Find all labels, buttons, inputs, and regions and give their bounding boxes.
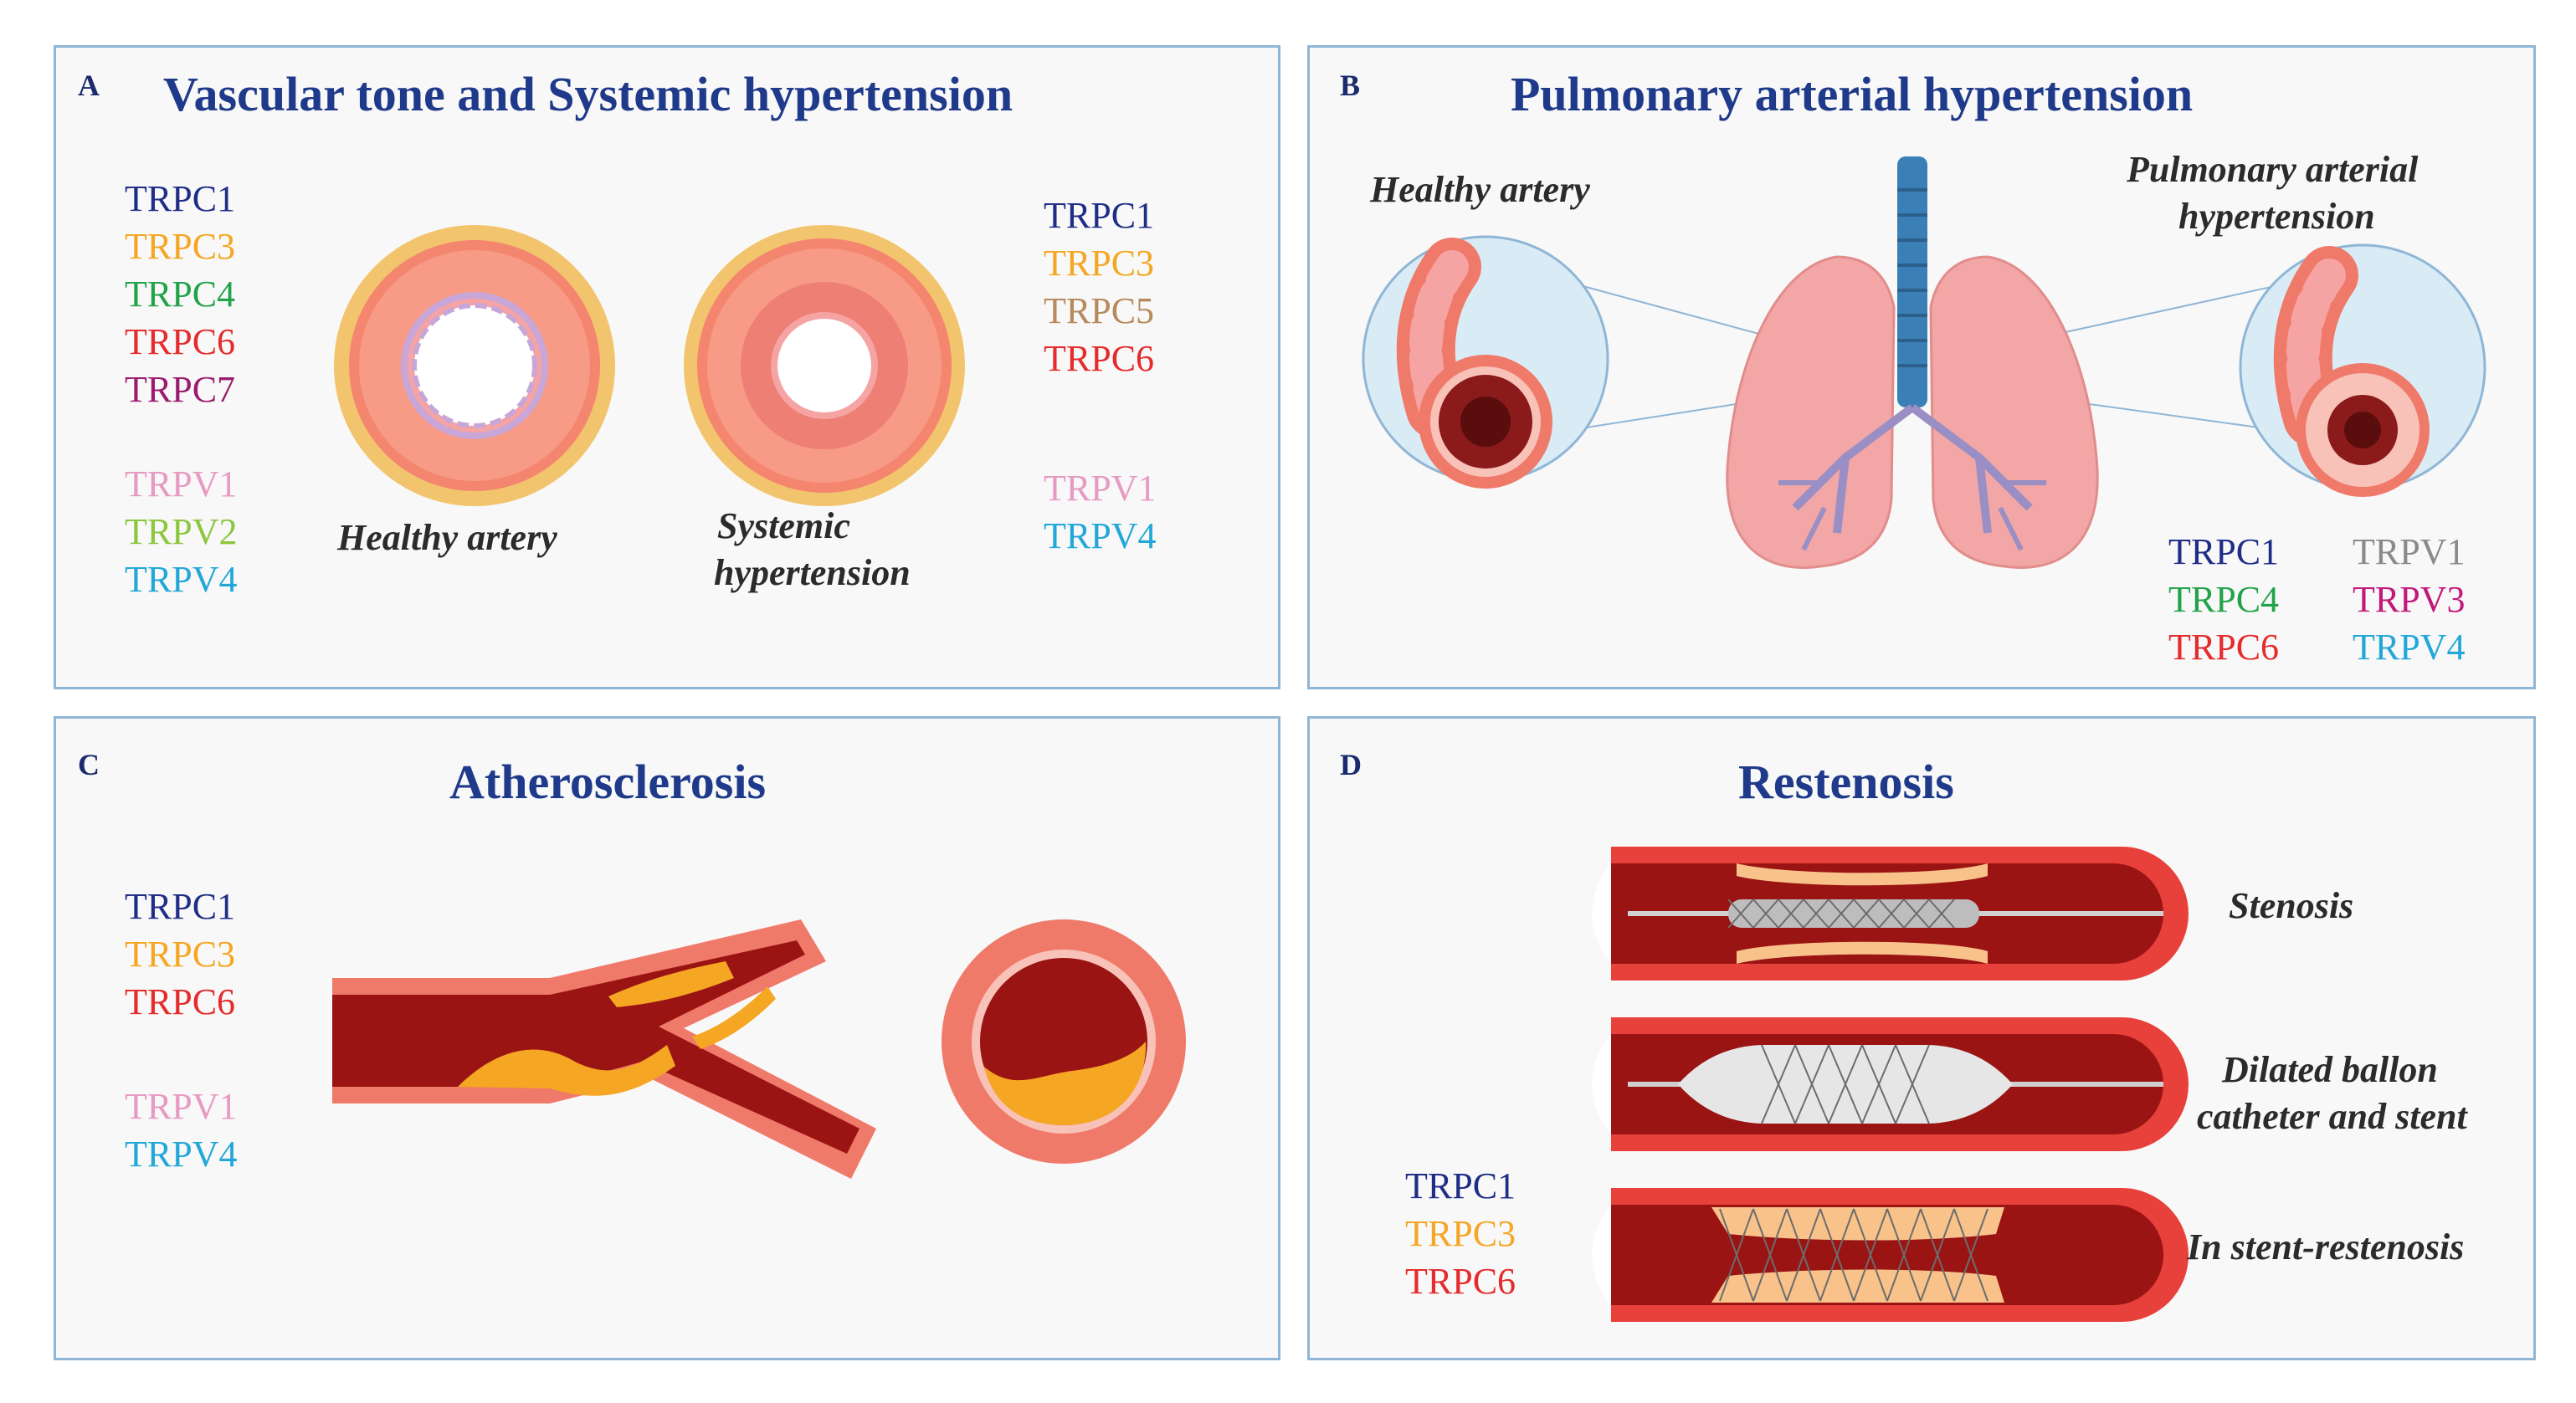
channel-label: TRPV1 (125, 1086, 238, 1127)
panel-letter: D (1340, 748, 1362, 781)
panel-title: Restenosis (1738, 755, 1954, 809)
pah-caption-line1: Pulmonary arterial (2127, 149, 2419, 190)
channel-list-col2: TRPV1 TRPV3 TRPV4 (2353, 528, 2465, 671)
channel-label: TRPC6 (1405, 1261, 1516, 1302)
channel-label: TRPC6 (1044, 338, 1155, 379)
channel-label: TRPV3 (2353, 579, 2466, 620)
atherosclerotic-artery-cross-section (942, 919, 1186, 1164)
channel-list: TRPC1 TRPC3 TRPC6 TRPV1 TRPV4 (125, 883, 237, 1178)
channel-label: TRPV1 (125, 463, 238, 504)
panel-letter: B (1340, 69, 1361, 102)
hypertension-caption-line2: hypertension (714, 552, 911, 593)
lungs-illustration (1726, 156, 2099, 569)
stage-restenosis-caption: In stent-restenosis (2187, 1226, 2465, 1267)
channel-label: TRPC1 (125, 178, 236, 219)
atherosclerotic-artery-longitudinal (332, 919, 876, 1179)
channel-label: TRPC3 (1044, 243, 1155, 284)
channel-label: TRPC3 (1405, 1213, 1516, 1254)
channel-list-right: TRPC1 TRPC3 TRPC5 TRPC6 TRPV1 TRPV4 (1044, 192, 1156, 560)
channel-label: TRPC3 (125, 934, 236, 975)
panel-title: Pulmonary arterial hypertension (1511, 67, 2194, 121)
hypertensive-artery-cross-section (684, 225, 965, 506)
panel-title: Atherosclerosis (449, 755, 767, 809)
hypertension-caption-line1: Systemic (717, 505, 850, 546)
stenosis-vessel (1592, 847, 2189, 981)
channel-list: TRPC1 TRPC3 TRPC6 (1405, 1162, 1516, 1305)
healthy-artery-caption: Healthy artery (337, 517, 557, 558)
stage-dilated-caption-line2: catheter and stent (2197, 1096, 2467, 1137)
dilated-balloon-vessel (1592, 1017, 2189, 1151)
channel-label: TRPV4 (1044, 515, 1157, 556)
in-stent-restenosis-vessel (1592, 1188, 2189, 1322)
channel-label: TRPC6 (125, 981, 236, 1022)
channel-label: TRPC1 (1405, 1165, 1516, 1206)
channel-label: TRPC1 (125, 886, 236, 927)
channel-label: TRPC6 (125, 321, 236, 362)
channel-label: TRPC7 (125, 369, 236, 410)
panel-c-atherosclerosis: C Atherosclerosis TRPC1 TRPC3 TRPC6 TRPV… (54, 716, 1280, 1360)
stage-stenosis-caption: Stenosis (2229, 885, 2354, 926)
channel-label: TRPC1 (2168, 531, 2280, 572)
channel-label: TRPV1 (2353, 531, 2466, 572)
pah-caption-line2: hypertension (2178, 196, 2375, 237)
healthy-artery-cross-section (334, 225, 615, 506)
channel-label: TRPV4 (2353, 627, 2466, 668)
panel-a-vascular-tone: A Vascular tone and Systemic hypertensio… (54, 45, 1280, 689)
channel-label: TRPV4 (125, 1134, 238, 1175)
channel-label: TRPC1 (1044, 195, 1155, 236)
healthy-artery-caption: Healthy artery (1370, 169, 1590, 210)
panel-b-pulmonary-hypertension: B Pulmonary arterial hypertension Health… (1307, 45, 2536, 689)
channel-label: TRPC4 (125, 274, 236, 315)
panel-d-restenosis: D Restenosis Stenosis Dilated ballon (1307, 716, 2536, 1360)
channel-list-col1: TRPC1 TRPC4 TRPC6 (2168, 528, 2279, 671)
pah-artery-illustration (2239, 243, 2486, 497)
panel-title: Vascular tone and Systemic hypertension (163, 67, 1013, 121)
healthy-pulmonary-artery-illustration (1362, 235, 1609, 489)
channel-label: TRPV1 (1044, 468, 1157, 509)
channel-label: TRPV2 (125, 511, 238, 552)
channel-list-left: TRPC1 TRPC3 TRPC4 TRPC6 TRPC7 TRPV1 TRPV… (125, 175, 237, 603)
channel-label: TRPC3 (125, 226, 236, 267)
channel-label: TRPC5 (1044, 290, 1155, 331)
panel-letter: A (78, 69, 100, 102)
stage-dilated-caption-line1: Dilated ballon (2222, 1049, 2438, 1090)
channel-label: TRPC4 (2168, 579, 2280, 620)
channel-label: TRPV4 (125, 559, 238, 600)
channel-label: TRPC6 (2168, 627, 2280, 668)
panel-letter: C (78, 748, 100, 781)
